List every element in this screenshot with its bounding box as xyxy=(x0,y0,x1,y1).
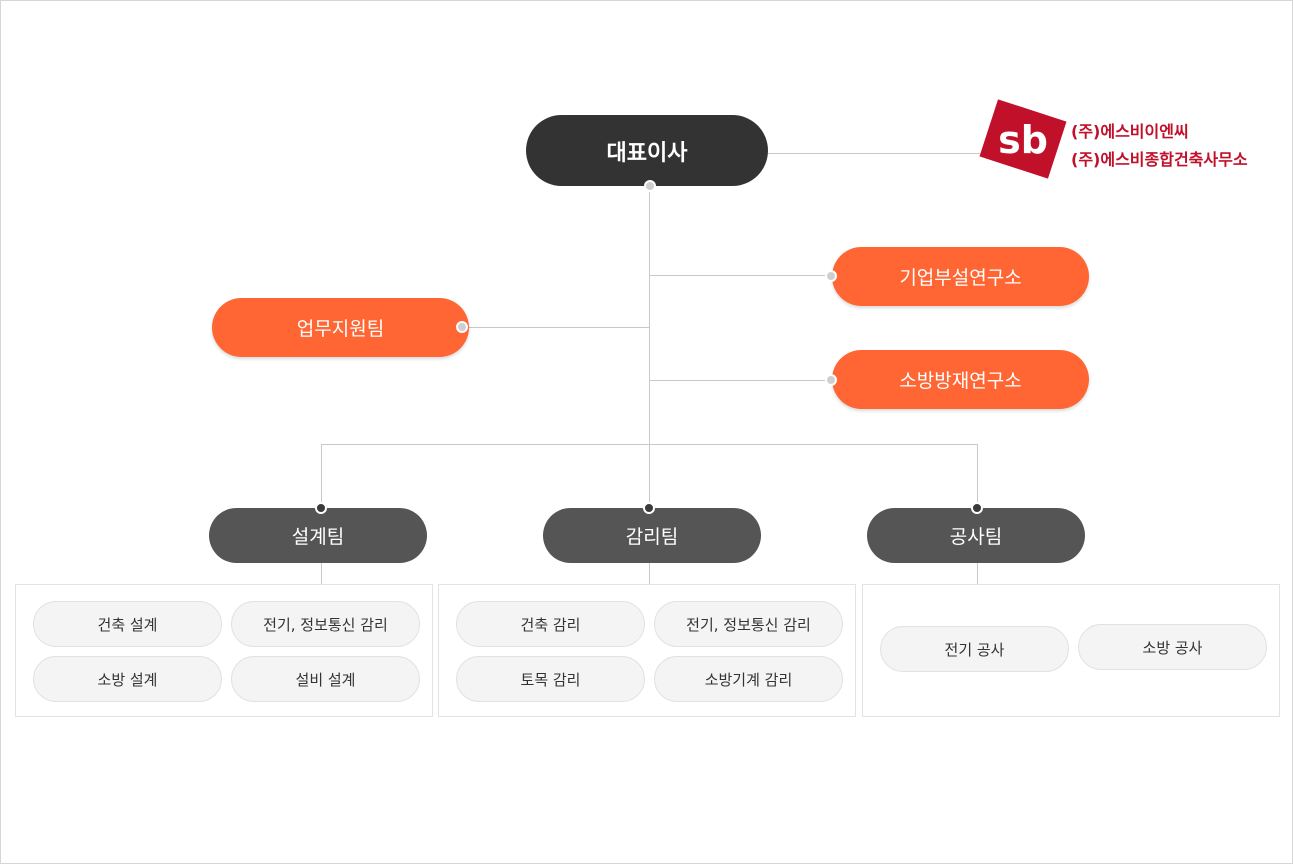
support-node: 업무지원팀 xyxy=(212,298,469,357)
connector-team3 xyxy=(977,444,978,508)
connector-dot-team2 xyxy=(643,502,655,514)
connector-team1 xyxy=(321,444,322,508)
team-node-supervision: 감리팀 xyxy=(543,508,761,563)
lab-label-2: 소방방재연구소 xyxy=(899,370,1022,392)
company-name-2: (주)에스비종합건축사무소 xyxy=(1071,150,1248,169)
connector-support xyxy=(468,327,649,328)
company-logo: sb xyxy=(979,99,1067,179)
design-team-group: 건축 설계 전기, 정보통신 감리 소방 설계 설비 설계 xyxy=(15,584,433,717)
connector-team1-group xyxy=(321,563,322,584)
lab-label-1: 기업부설연구소 xyxy=(899,267,1022,289)
lab-node-2: 소방방재연구소 xyxy=(832,350,1089,409)
connector-dot-ceo xyxy=(644,180,656,192)
company-name-1: (주)에스비이엔씨 xyxy=(1071,122,1189,141)
sub-item: 설비 설계 xyxy=(231,656,420,702)
team-node-design: 설계팀 xyxy=(209,508,427,563)
team-label: 설계팀 xyxy=(291,526,345,548)
connector-lab1 xyxy=(650,275,831,276)
team-label: 감리팀 xyxy=(625,526,679,548)
sub-item: 소방기계 감리 xyxy=(654,656,843,702)
connector-team2-group xyxy=(649,563,650,584)
logo-letters: sb xyxy=(998,118,1048,162)
connector-dot-support xyxy=(456,321,468,333)
sub-item: 전기, 정보통신 감리 xyxy=(231,601,420,647)
team-label: 공사팀 xyxy=(949,526,1003,548)
connector-dot-lab2 xyxy=(825,374,837,386)
ceo-node: 대표이사 xyxy=(526,115,768,186)
connector-main-vertical xyxy=(649,186,650,508)
connector-dot-team3 xyxy=(971,502,983,514)
sub-item: 소방 공사 xyxy=(1078,624,1267,670)
company-names: (주)에스비이엔씨 (주)에스비종합건축사무소 xyxy=(1071,118,1248,174)
connector-dot-lab1 xyxy=(825,270,837,282)
sub-item: 건축 감리 xyxy=(456,601,645,647)
sub-item: 전기 공사 xyxy=(880,626,1069,672)
connector-teams-horizontal xyxy=(321,444,978,445)
connector-dot-team1 xyxy=(315,502,327,514)
ceo-label: 대표이사 xyxy=(606,140,688,166)
sub-item: 토목 감리 xyxy=(456,656,645,702)
sub-item: 소방 설계 xyxy=(33,656,222,702)
team-node-construction: 공사팀 xyxy=(867,508,1085,563)
sub-item: 건축 설계 xyxy=(33,601,222,647)
construction-team-group: 전기 공사 소방 공사 xyxy=(862,584,1280,717)
connector-ceo-company xyxy=(768,153,980,154)
connector-team3-group xyxy=(977,563,978,584)
sub-item: 전기, 정보통신 감리 xyxy=(654,601,843,647)
support-label: 업무지원팀 xyxy=(296,318,385,340)
connector-lab2 xyxy=(650,380,831,381)
supervision-team-group: 건축 감리 전기, 정보통신 감리 토목 감리 소방기계 감리 xyxy=(438,584,856,717)
lab-node-1: 기업부설연구소 xyxy=(832,247,1089,306)
